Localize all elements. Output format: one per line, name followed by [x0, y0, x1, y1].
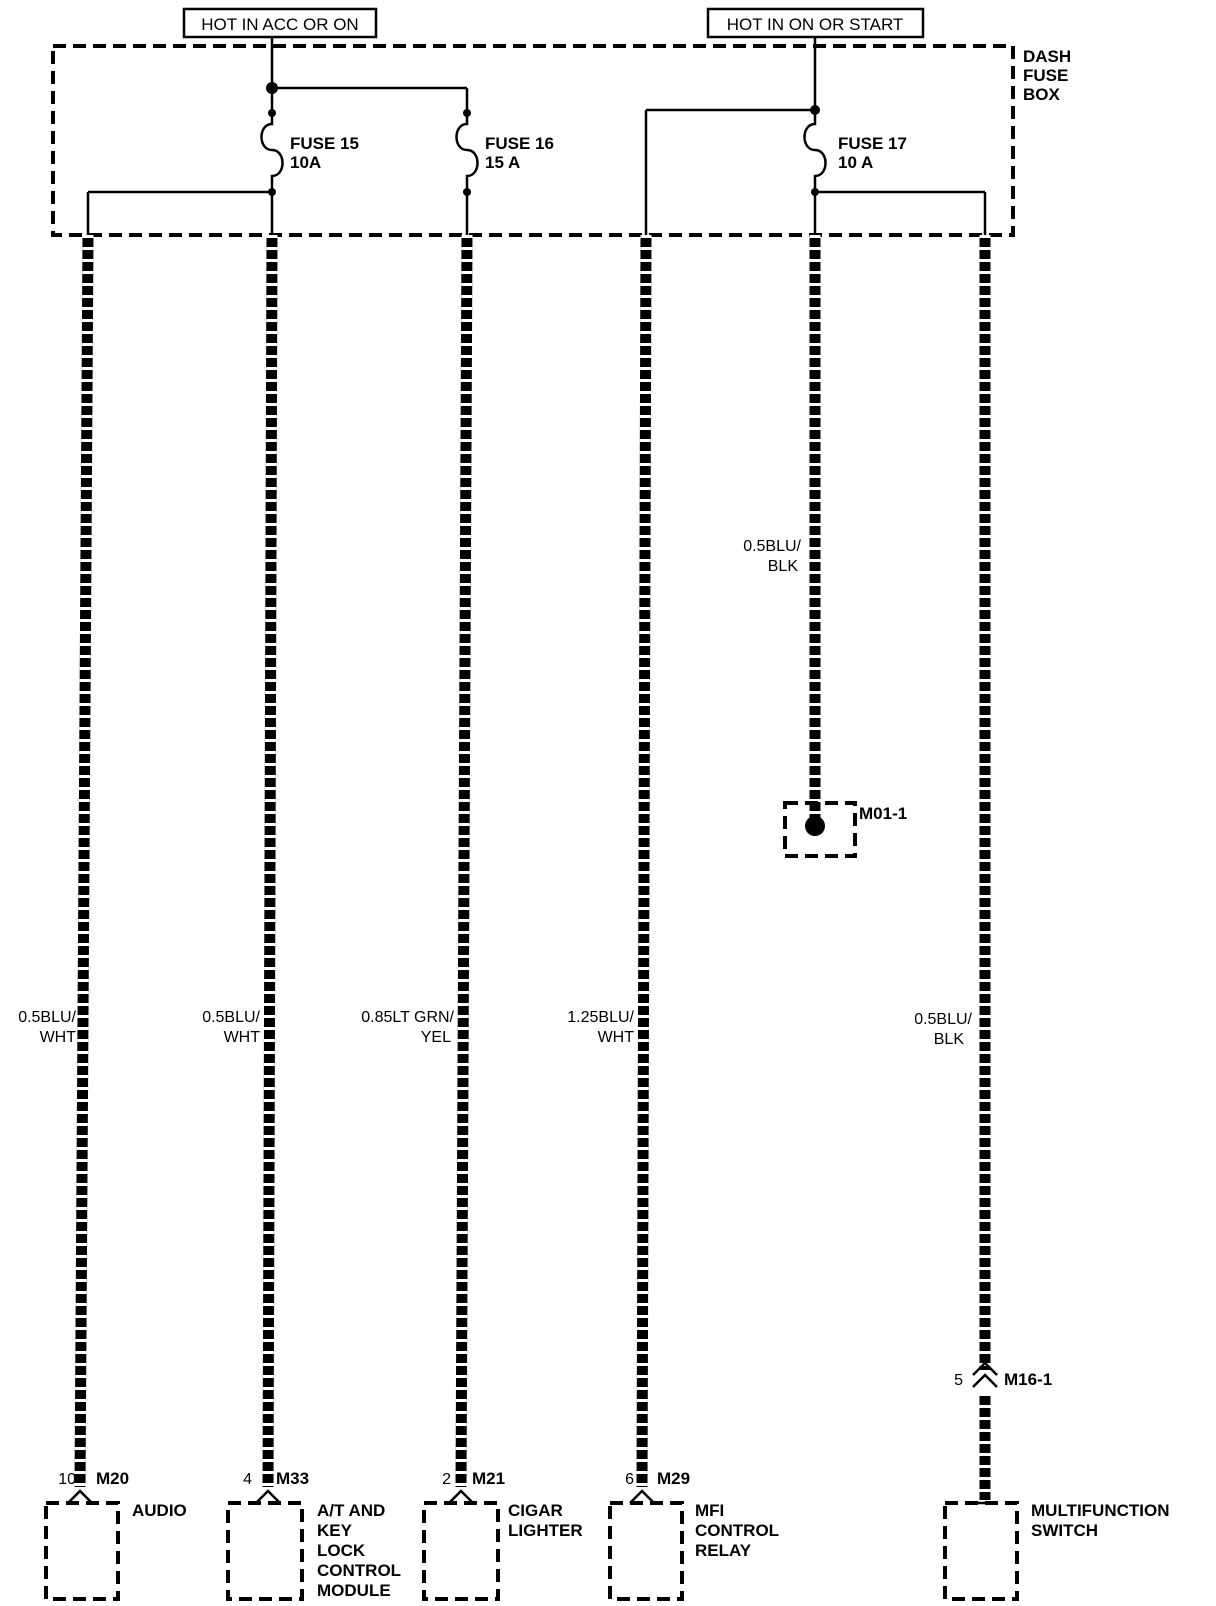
svg-text:CONTROL: CONTROL	[317, 1561, 401, 1580]
wire-mfi-relay	[636, 234, 652, 1488]
fuse-15-name: FUSE 15	[290, 134, 359, 153]
component-mfi-control-relay: 6 M29 MFI CONTROL RELAY	[608, 1469, 779, 1601]
fuse-box-label-3: BOX	[1023, 85, 1061, 104]
splice-dot	[810, 105, 820, 115]
pin-label: 6	[625, 1471, 634, 1488]
connector-label: M20	[96, 1469, 129, 1488]
component-box	[422, 1501, 500, 1601]
svg-text:MODULE: MODULE	[317, 1581, 391, 1600]
svg-text:WHT: WHT	[598, 1029, 635, 1046]
pin-label: 2	[442, 1471, 451, 1488]
component-box	[943, 1501, 1019, 1601]
fuse-17-symbol	[803, 113, 827, 192]
svg-text:0.5BLU/: 0.5BLU/	[914, 1011, 972, 1028]
header-acc-on: HOT IN ACC OR ON	[201, 15, 358, 34]
svg-text:0.5BLU/: 0.5BLU/	[18, 1009, 76, 1026]
splice-dot	[266, 82, 278, 94]
pin-label: 4	[243, 1471, 252, 1488]
svg-text:0.85LT GRN/: 0.85LT GRN/	[361, 1009, 454, 1026]
dash-fuse-box-outline	[51, 44, 1015, 237]
component-box	[608, 1501, 684, 1601]
fuse-16-rating: 15 A	[485, 153, 520, 172]
svg-text:AUDIO: AUDIO	[132, 1501, 187, 1520]
fuse-box-label-1: DASH	[1023, 47, 1071, 66]
svg-text:YEL: YEL	[421, 1029, 451, 1046]
wire-at-key-lock	[262, 234, 278, 1488]
svg-text:MFI: MFI	[695, 1501, 724, 1520]
svg-text:BLK: BLK	[934, 1031, 965, 1048]
svg-text:LIGHTER: LIGHTER	[508, 1521, 583, 1540]
component-at-key-lock-module: 4 M33 A/T AND KEY LOCK CONTROL MODULE	[226, 1469, 401, 1601]
svg-text:CIGAR: CIGAR	[508, 1501, 563, 1520]
connector-label: M29	[657, 1469, 690, 1488]
svg-text:0.5BLU/: 0.5BLU/	[743, 538, 801, 555]
svg-text:KEY: KEY	[317, 1521, 353, 1540]
wire-label-audio: 0.5BLU/ WHT	[18, 1009, 76, 1046]
ground-connector-label: M01-1	[859, 804, 907, 823]
component-box	[44, 1501, 120, 1601]
header-on-start: HOT IN ON OR START	[727, 15, 904, 34]
wire-label-multifunction: 0.5BLU/ BLK	[914, 1011, 972, 1048]
fuse-box-internal-wiring	[86, 37, 987, 235]
connector-label: M21	[472, 1469, 505, 1488]
inline-connector-pin: 5	[954, 1372, 963, 1389]
svg-text:0.5BLU/: 0.5BLU/	[202, 1009, 260, 1026]
component-audio: 10 M20 AUDIO	[44, 1469, 187, 1601]
wire-label-mfi-relay: 1.25BLU/ WHT	[567, 1009, 634, 1046]
svg-text:SWITCH: SWITCH	[1031, 1521, 1098, 1540]
fuse-box-label-2: FUSE	[1023, 66, 1068, 85]
component-box	[226, 1501, 304, 1601]
fuse-15-symbol	[260, 113, 284, 192]
svg-text:A/T AND: A/T AND	[317, 1501, 385, 1520]
fuse-16-symbol	[455, 113, 479, 192]
fuse-17-name: FUSE 17	[838, 134, 907, 153]
header-acc-on-box	[182, 7, 378, 39]
fuse-17-rating: 10 A	[838, 153, 873, 172]
wire-cigar-lighter	[455, 234, 473, 1488]
svg-text:CONTROL: CONTROL	[695, 1521, 779, 1540]
svg-text:WHT: WHT	[224, 1029, 261, 1046]
wire-label-cigar-lighter: 0.85LT GRN/ YEL	[361, 1009, 454, 1046]
wire-label-ground: 0.5BLU/ BLK	[743, 538, 801, 575]
svg-text:RELAY: RELAY	[695, 1541, 752, 1560]
svg-text:1.25BLU/: 1.25BLU/	[567, 1009, 634, 1026]
inline-connector-symbol	[972, 1361, 998, 1388]
wire-label-at-key-lock: 0.5BLU/ WHT	[202, 1009, 260, 1046]
svg-text:LOCK: LOCK	[317, 1541, 366, 1560]
ground-point-dot	[805, 816, 825, 836]
fuse-16-name: FUSE 16	[485, 134, 554, 153]
component-cigar-lighter: 2 M21 CIGAR LIGHTER	[422, 1469, 583, 1601]
pin-label: 10	[58, 1471, 76, 1488]
wire-audio	[74, 234, 94, 1488]
inline-connector-label: M16-1	[1004, 1370, 1052, 1389]
connector-label: M33	[276, 1469, 309, 1488]
svg-text:BLK: BLK	[768, 558, 799, 575]
fuse-15-rating: 10A	[290, 153, 321, 172]
svg-text:WHT: WHT	[40, 1029, 77, 1046]
svg-text:MULTIFUNCTION: MULTIFUNCTION	[1031, 1501, 1170, 1520]
component-multifunction-switch: MULTIFUNCTION SWITCH	[943, 1501, 1170, 1601]
